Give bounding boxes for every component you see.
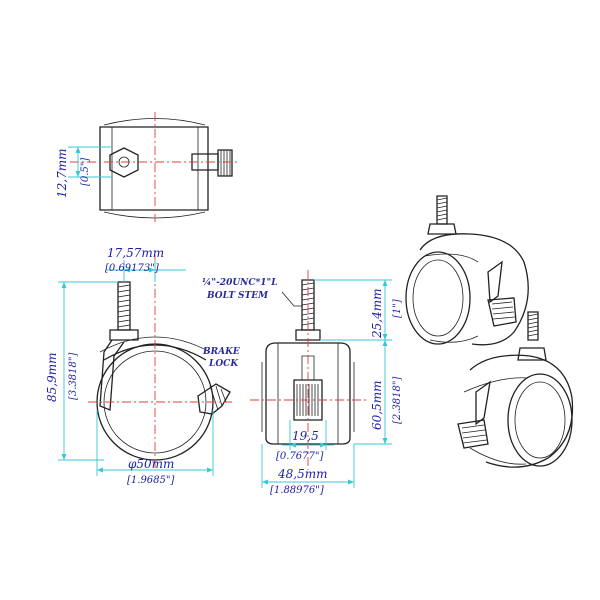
front-view-hub-in: [0.7677"] xyxy=(276,451,323,462)
iso2-stem xyxy=(527,311,539,341)
front-view-body xyxy=(265,342,351,445)
front-view-wheel-sides xyxy=(261,362,355,432)
side-view-offset-arrow-right xyxy=(149,267,155,273)
iso1-brake-arm xyxy=(487,260,503,304)
front-view-body-in: [2.3818"] xyxy=(392,377,403,424)
iso2-wheel-inner xyxy=(514,381,566,459)
side-view-height-dim xyxy=(58,281,118,461)
front-view-wheel-inner-edges xyxy=(277,343,339,444)
front-view-hub-arrow-left xyxy=(290,442,296,448)
side-view-diameter-in: [1.9685"] xyxy=(127,475,174,486)
side-view-diameter-arrow-right xyxy=(207,467,213,473)
iso1-nut xyxy=(427,223,457,235)
iso1-wheel-inner xyxy=(412,259,464,337)
front-view-hub-mm: 19,5 xyxy=(292,429,319,443)
top-view-wheel-edges xyxy=(111,127,199,210)
front-view-width-arrow-right xyxy=(348,479,354,485)
front-view-hub-arrow-right xyxy=(320,442,326,448)
front-view-width-in: [1.88976"] xyxy=(270,485,324,496)
side-view-brake-ribs xyxy=(209,385,227,411)
top-view: 12,7mm [0.5"] xyxy=(55,112,240,222)
iso2-hood xyxy=(469,354,574,468)
front-view: ¼"-20UNC*1"L BOLT STEM 25,4mm [1"] 60,5m… xyxy=(202,270,403,496)
stem-label-line2: BOLT STEM xyxy=(206,291,269,301)
iso2-nut xyxy=(517,347,547,361)
side-view-height-arrow-bottom xyxy=(61,454,67,460)
brake-label-line2: LOCK xyxy=(208,359,239,369)
top-view-wheel-top xyxy=(103,118,206,126)
front-view-stem-arrow-bottom xyxy=(382,334,388,340)
front-view-stem-arrow-top xyxy=(382,280,388,286)
front-view-body-arrow-bottom xyxy=(382,438,388,444)
side-view-stem-threads xyxy=(117,284,131,328)
top-view-arrow-top xyxy=(75,147,81,153)
front-view-body-arrow-top xyxy=(382,340,388,346)
iso2-brake-arm xyxy=(475,380,491,426)
side-view-offset-mm: 17,57mm xyxy=(107,246,164,260)
iso2-wheel-tread xyxy=(463,377,529,465)
front-view-stem-dim xyxy=(314,279,392,341)
iso1-brake-ribs xyxy=(491,301,516,320)
side-view-wheel-inner xyxy=(103,350,207,454)
side-view-offset-arrow-left xyxy=(124,267,130,273)
iso1-brake-pedal xyxy=(487,297,517,327)
front-view-width-dim xyxy=(261,444,355,488)
top-view-body xyxy=(99,126,209,211)
top-view-brake-ribs xyxy=(220,150,231,176)
isometric-caster-top xyxy=(405,195,529,346)
side-view-diameter-mm: φ50mm xyxy=(128,457,174,471)
front-view-width-arrow-left xyxy=(262,479,268,485)
side-view-height-in: [3.3818"] xyxy=(68,353,79,400)
front-view-hub-stem xyxy=(301,355,315,381)
top-view-hex-nut xyxy=(109,147,139,178)
side-view-nut xyxy=(109,329,139,341)
side-view-height-mm: 85,9mm xyxy=(45,353,59,402)
iso1-wheel-outer xyxy=(405,251,471,345)
side-view-diameter-dim xyxy=(96,410,214,476)
brake-label-line1: BRAKE xyxy=(202,347,240,357)
isometric-caster-bottom xyxy=(457,311,574,468)
side-view-offset-in: [0.69173"] xyxy=(105,263,159,274)
front-view-body-mm: 60,5mm xyxy=(370,381,384,430)
iso2-brake-ribs xyxy=(461,424,488,444)
top-view-wheel-bottom xyxy=(103,211,206,219)
stem-label-leader xyxy=(281,291,302,307)
top-view-dim-in: [0.5"] xyxy=(80,158,91,186)
stem-label-line1: ¼"-20UNC*1"L xyxy=(202,277,278,288)
iso2-brake-pedal xyxy=(457,419,489,449)
side-view-offset-dim xyxy=(106,260,186,282)
iso1-wheel-tread xyxy=(424,253,479,343)
side-view-diameter-arrow-left xyxy=(97,467,103,473)
side-view-hood-outer xyxy=(99,336,211,353)
top-view-dim-mm: 12,7mm xyxy=(55,149,69,198)
front-view-body-dim xyxy=(354,340,392,445)
side-view-height-arrow-top xyxy=(61,282,67,288)
side-view: 17,57mm [0.69173"] 85,9mm [3.3818"] φ50m… xyxy=(45,246,240,486)
iso1-stem-threads xyxy=(436,197,448,221)
front-view-stem-in: [1"] xyxy=(392,299,403,318)
top-view-arrow-bottom xyxy=(75,171,81,177)
front-view-stem-mm: 25,4mm xyxy=(370,289,384,339)
iso2-wheel-outer xyxy=(507,373,573,467)
front-view-width-mm: 48,5mm xyxy=(277,467,327,481)
iso1-hood xyxy=(419,233,529,346)
iso2-stem-threads xyxy=(527,313,539,337)
